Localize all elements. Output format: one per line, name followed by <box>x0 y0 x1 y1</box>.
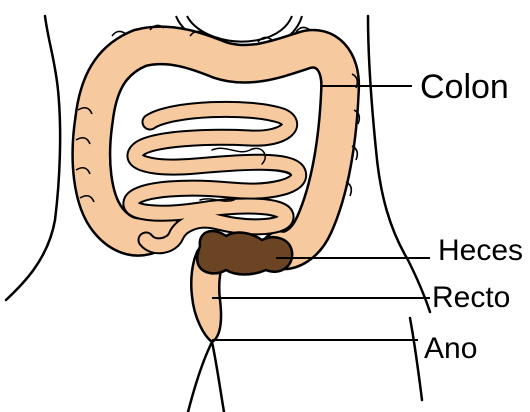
feces-shape <box>197 231 292 274</box>
ano-label: Ano <box>424 332 477 365</box>
colon-label: Colon <box>420 68 509 106</box>
heces-label: Heces <box>438 234 523 267</box>
recto-label: Recto <box>432 281 510 314</box>
